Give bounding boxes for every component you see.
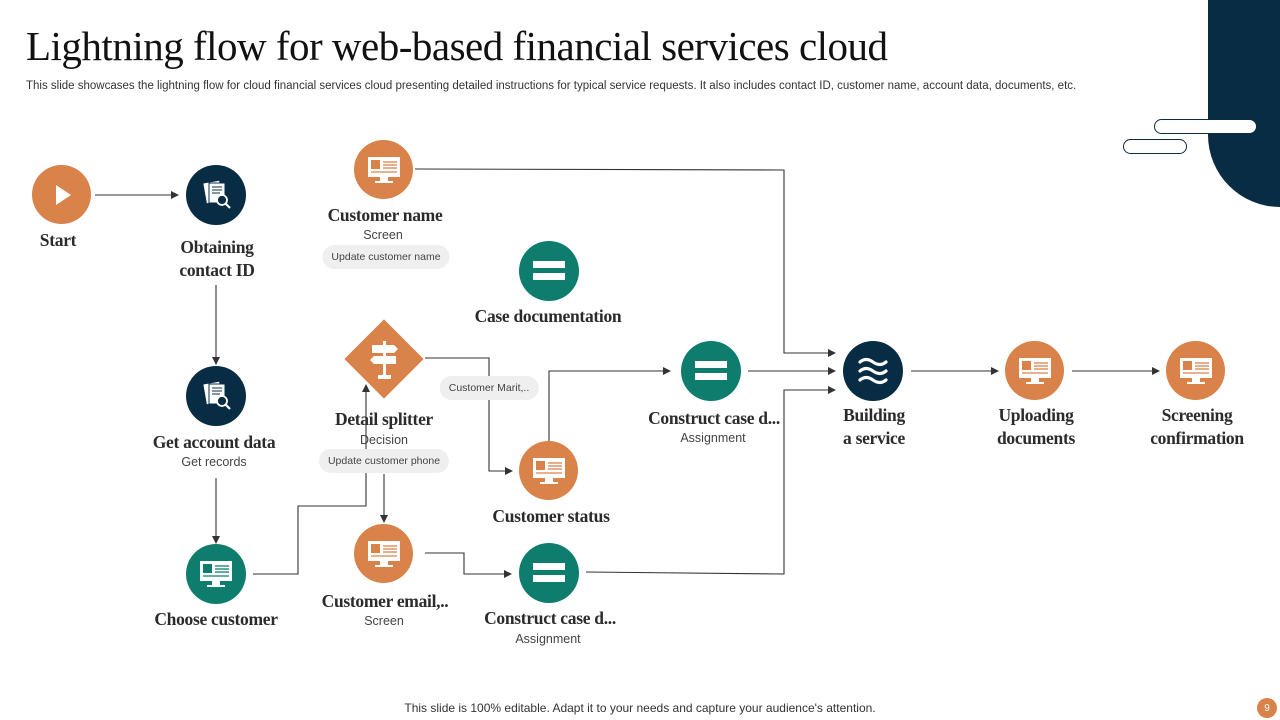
start-node[interactable] (32, 165, 91, 224)
play-icon (55, 184, 71, 205)
building-service-node[interactable] (843, 341, 903, 401)
screen-icon (532, 457, 565, 484)
decorative-pill (1154, 119, 1257, 134)
corner-decoration (1208, 0, 1280, 207)
obtaining-contact-id-node[interactable] (186, 165, 246, 225)
construct-case-top-label: Construct case d... (648, 408, 780, 428)
customer-email-label: Customer email,.. (321, 591, 449, 611)
equals-icon (695, 361, 727, 380)
obtaining-label-line1: Obtaining (180, 237, 254, 257)
construct-case-bottom-node[interactable] (519, 543, 579, 603)
screening-confirmation-node[interactable] (1166, 341, 1225, 400)
construct-case-top-sub: Assignment (680, 431, 746, 445)
start-label: Start (39, 230, 77, 250)
case-documentation-node[interactable] (519, 241, 579, 301)
detail-splitter-sub: Decision (360, 433, 408, 447)
customer-marit-chip[interactable]: Customer Marit,.. (439, 376, 539, 400)
customer-name-sub: Screen (363, 228, 403, 242)
case-documentation-label: Case documentation (474, 306, 622, 326)
page-title: Lightning flow for web-based financial s… (26, 23, 888, 69)
screen-icon (200, 561, 232, 587)
construct-case-bottom-sub: Assignment (515, 632, 581, 646)
page-number-badge: 9 (1257, 698, 1277, 718)
signpost-icon (370, 341, 398, 379)
customer-email-sub: Screen (364, 614, 404, 628)
customer-name-node[interactable] (354, 140, 413, 199)
footer-note: This slide is 100% editable. Adapt it to… (404, 701, 876, 715)
uploading-documents-node[interactable] (1005, 341, 1064, 400)
screening-label-line2: confirmation (1150, 428, 1244, 448)
document-search-icon (203, 381, 231, 410)
get-account-data-label: Get account data (152, 432, 276, 452)
obtaining-label-line2: contact ID (179, 260, 255, 280)
customer-name-label: Customer name (327, 205, 443, 225)
screen-icon (367, 156, 400, 183)
waves-icon (858, 357, 888, 385)
construct-case-bottom-label: Construct case d... (484, 608, 616, 628)
screen-icon (1179, 357, 1212, 384)
uploading-label-line2: documents (997, 428, 1075, 448)
equals-icon (533, 261, 565, 280)
page-subtitle: This slide showcases the lightning flow … (26, 80, 1077, 92)
customer-status-label: Customer status (492, 506, 610, 526)
choose-customer-node[interactable] (186, 544, 246, 604)
decorative-pill (1123, 139, 1187, 154)
detail-splitter-chip[interactable]: Update customer phone (318, 449, 450, 473)
building-label-line2: a service (843, 428, 905, 448)
screen-icon (1018, 357, 1051, 384)
building-label-line1: Building (843, 405, 905, 425)
customer-email-node[interactable] (354, 524, 413, 583)
get-account-data-sub: Get records (181, 455, 247, 469)
detail-splitter-label: Detail splitter (334, 409, 434, 429)
choose-customer-label: Choose customer (154, 609, 278, 629)
equals-icon (533, 563, 565, 582)
uploading-label-line1: Uploading (998, 405, 1074, 425)
get-account-data-node[interactable] (186, 366, 246, 426)
customer-name-chip[interactable]: Update customer name (322, 245, 450, 269)
construct-case-top-node[interactable] (681, 341, 741, 401)
customer-status-node[interactable] (519, 441, 578, 500)
screening-label-line1: Screening (1161, 405, 1233, 425)
screen-icon (367, 540, 400, 567)
document-search-icon (203, 180, 231, 209)
